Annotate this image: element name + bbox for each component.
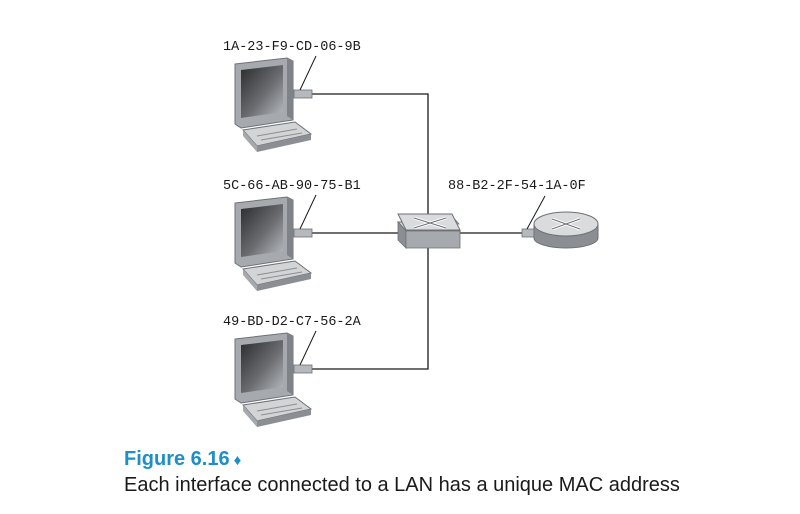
host-3-interface [293,364,313,374]
caption-text: Each interface connected to a LAN has a … [124,474,680,496]
host-1: 1A-23-F9-CD-06-9B [223,40,361,153]
router-mac-label: 88-B2-2F-54-1A-0F [448,179,586,194]
figure-caption: Figure 6.16♦ Each interface connected to … [124,447,784,497]
host-1-label-leader [299,55,317,91]
host-2-mac-label: 5C-66-AB-90-75-B1 [223,179,361,194]
link-host-1 [312,93,429,222]
host-3-mac-label: 49-BD-D2-C7-56-2A [223,315,362,330]
caption-bullet-icon: ♦ [233,452,242,469]
link-host-3 [312,247,429,370]
network-links [312,93,522,370]
host-1-mac-label: 1A-23-F9-CD-06-9B [223,40,361,55]
router-label-leader [526,195,546,230]
host-3: 49-BD-D2-C7-56-2A [223,315,362,428]
host-3-label-leader [299,330,317,366]
host-2-interface [293,228,313,238]
host-2-label-leader [299,194,317,230]
figure-label: Figure 6.16 [124,448,230,470]
router-icon: 88-B2-2F-54-1A-0F [448,179,599,249]
host-2: 5C-66-AB-90-75-B1 [223,179,361,292]
switch-icon [396,213,462,249]
host-1-interface [293,89,313,99]
lan-diagram: 1A-23-F9-CD-06-9B 5C-66-AB-90-75-B1 49-B… [223,40,599,428]
